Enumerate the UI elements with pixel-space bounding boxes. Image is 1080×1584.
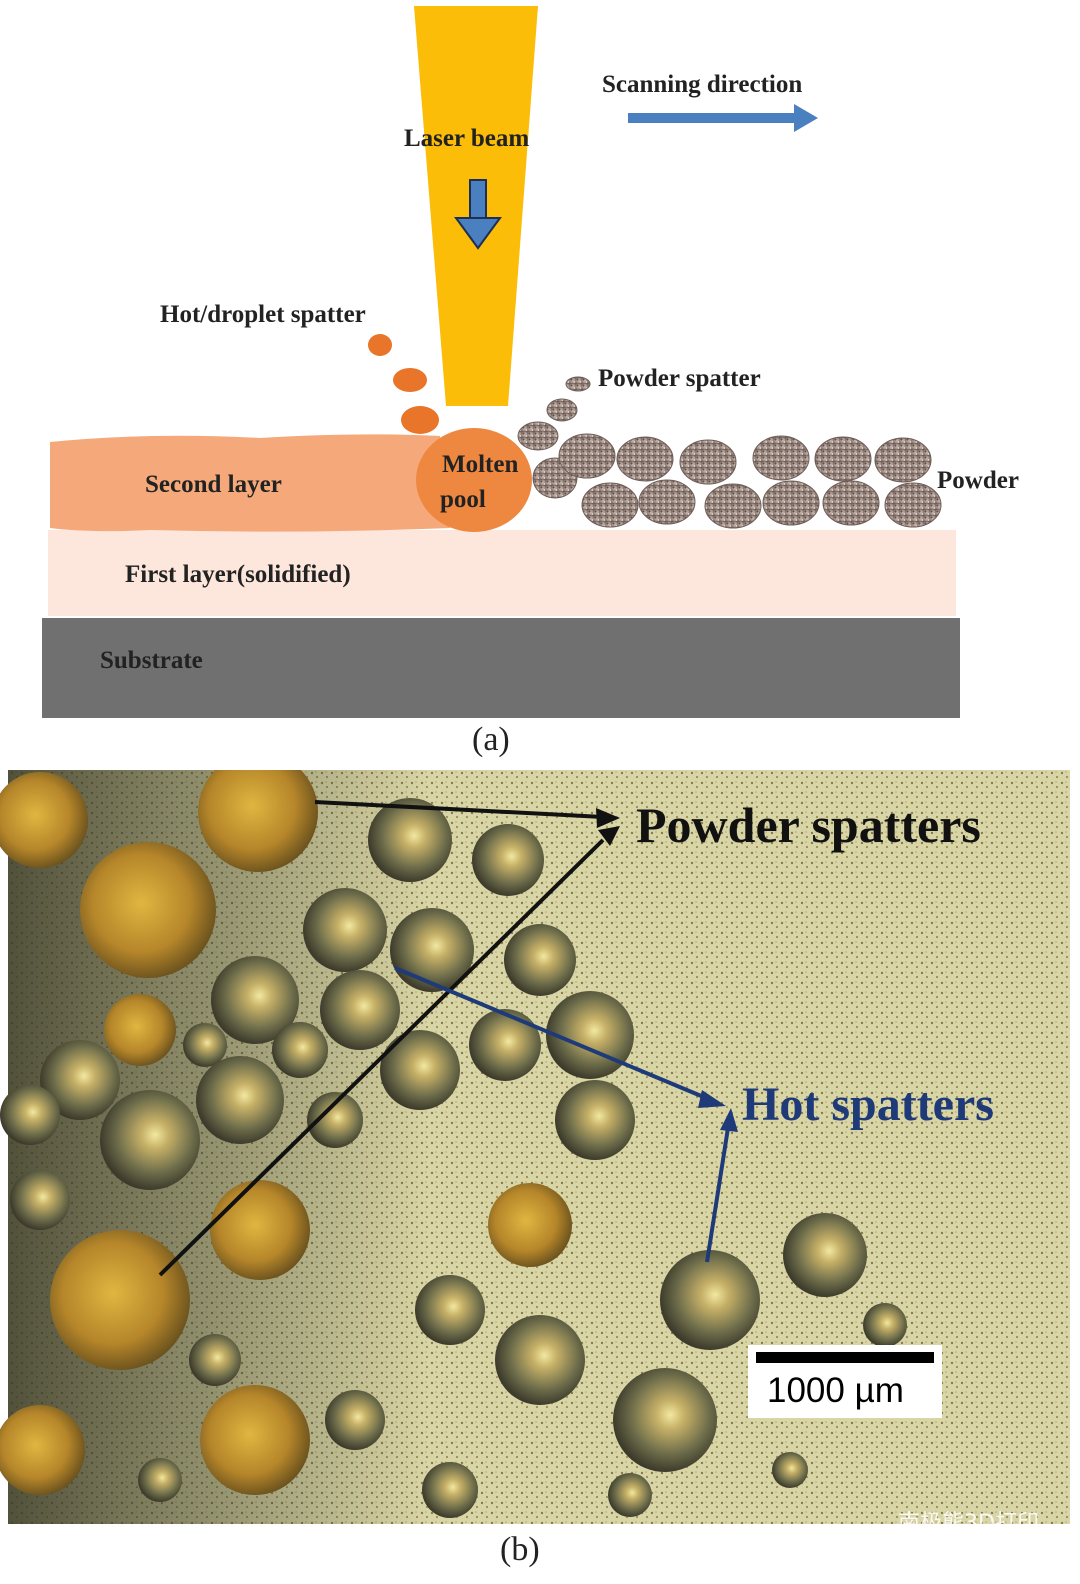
arrowhead-icon: [598, 826, 620, 846]
laser-beam-label: Laser beam: [404, 125, 529, 152]
powder-spatter-arrows: [158, 800, 605, 1277]
hot-spatters-label: Hot spatters: [742, 1078, 994, 1131]
powder-bed: [532, 433, 942, 529]
powder-spatter-label: Powder spatter: [598, 365, 761, 392]
watermark-text: 南极熊3D打印: [898, 1511, 1039, 1536]
droplet: [368, 334, 392, 356]
arrowhead-icon: [720, 1108, 738, 1132]
arrowhead-icon: [596, 808, 620, 828]
molten-pool-label-1: Molten: [442, 451, 518, 478]
molten-pool-label-2: pool: [440, 486, 486, 513]
micrograph-svg: Powder spatters Hot spatters 1000 µm 南极熊…: [0, 752, 1070, 1568]
droplet: [393, 368, 427, 392]
second-layer-label: Second layer: [145, 471, 282, 498]
hot-spatter-particles: [0, 798, 907, 1518]
powder-label: Powder: [937, 467, 1019, 494]
caption-a: (a): [472, 721, 510, 758]
scanning-arrow-icon: [628, 104, 818, 132]
micrograph-panel: Powder spatters Hot spatters 1000 µm 南极熊…: [0, 752, 1080, 1579]
first-layer: [48, 530, 956, 616]
second-layer: [50, 434, 450, 532]
caption-b: (b): [500, 1531, 540, 1568]
molten-pool: [416, 428, 532, 532]
hot-droplet-spatter-label: Hot/droplet spatter: [160, 301, 366, 328]
droplet: [401, 406, 439, 434]
hot-spatter-arrows: [394, 966, 730, 1263]
schematic-panel: Substrate First layer(solidified) Second…: [0, 0, 1080, 770]
down-arrow-icon: [454, 179, 502, 250]
scale-bar: 1000 µm: [748, 1345, 942, 1418]
powder-spatter-particles: [517, 376, 591, 451]
scale-bar-label: 1000 µm: [767, 1371, 904, 1410]
arrowhead-icon: [698, 1090, 726, 1108]
powder-spatter-particles: [0, 752, 572, 1495]
substrate-layer: [42, 618, 960, 718]
first-layer-label: First layer(solidified): [125, 561, 351, 588]
scanning-direction-label: Scanning direction: [602, 71, 802, 98]
powder-spatters-label: Powder spatters: [636, 797, 981, 853]
schematic-svg: Substrate First layer(solidified) Second…: [42, 6, 1019, 758]
substrate-label: Substrate: [100, 647, 203, 674]
